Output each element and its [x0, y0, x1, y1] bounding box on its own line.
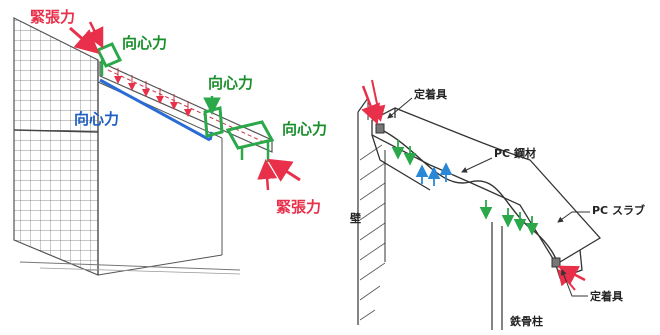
force-arrows-right	[391, 140, 539, 236]
pc-slab	[371, 107, 602, 279]
anchor-box-right	[225, 120, 275, 162]
leader-lines	[387, 97, 590, 297]
anchor-top-plate	[375, 123, 385, 134]
pc-slab-label: PC スラブ	[592, 203, 645, 217]
pc-strand-label: PC 鋼材	[494, 146, 536, 160]
tension-arrow-top	[69, 21, 104, 54]
anchor-bottom-plate	[551, 257, 561, 268]
tension-label-top: 緊張力	[30, 8, 75, 26]
anchor-box-middle	[203, 96, 224, 138]
grid-wall	[13, 17, 241, 276]
right-panel: 定着具 PC 鋼材 PC スラブ 壁 定着具 鉄骨柱	[350, 79, 645, 330]
anchor-label-bottom: 定着具	[590, 289, 623, 303]
pc-strand-curve	[381, 129, 559, 265]
centripetal-label-3: 向心力	[282, 120, 327, 138]
tension-label-bottom: 緊張力	[276, 198, 321, 216]
centripetal-label-blue: 向心力	[74, 110, 119, 128]
wall-label: 壁	[350, 211, 361, 225]
steel-column	[491, 222, 503, 330]
tension-arrow-bottom	[257, 158, 301, 191]
blue-beam-edge	[99, 78, 211, 142]
centripetal-label-1: 向心力	[122, 34, 167, 52]
anchor-box-top	[95, 42, 123, 76]
tendon-line	[107, 69, 269, 145]
anchor-label-top: 定着具	[414, 87, 447, 101]
centripetal-label-2: 向心力	[208, 74, 253, 92]
left-panel: 緊張力 向心力 向心力 向心力 向心力 緊張力	[13, 8, 327, 276]
steel-column-label: 鉄骨柱	[510, 314, 543, 328]
